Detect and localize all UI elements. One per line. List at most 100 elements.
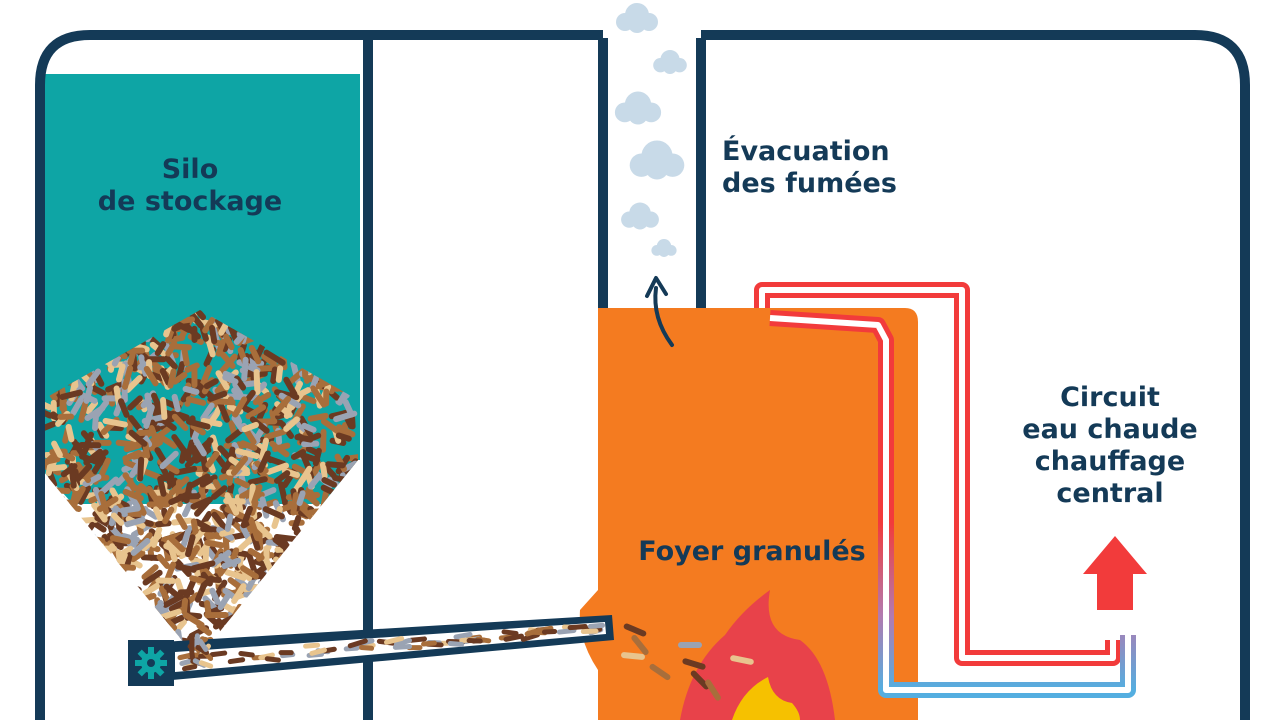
pellet <box>283 416 300 432</box>
smoke-arrow-shaft <box>653 286 674 347</box>
pellet <box>272 442 291 453</box>
pellet <box>241 356 249 382</box>
pellet <box>301 489 320 507</box>
pellet <box>319 461 328 480</box>
pellet <box>185 534 196 558</box>
pellet <box>690 670 710 690</box>
pellet <box>77 485 92 505</box>
pellet <box>298 451 321 464</box>
pellet <box>222 370 239 381</box>
pellet <box>127 349 137 366</box>
pellet <box>117 563 137 571</box>
label-evacuation-line2: des fumées <box>722 168 897 199</box>
pellet <box>235 448 260 460</box>
pellet <box>213 398 236 406</box>
pellet <box>209 587 221 605</box>
label-evacuation: Évacuation des fumées <box>722 136 922 200</box>
pellet <box>335 432 352 442</box>
pellet <box>122 449 142 462</box>
pellet <box>231 583 247 605</box>
pellet <box>228 420 238 437</box>
pellet <box>730 655 754 665</box>
pellet <box>199 364 213 387</box>
pellet <box>115 363 126 383</box>
pellet <box>142 569 163 586</box>
pellet <box>144 392 154 413</box>
pellet <box>96 457 111 482</box>
pellet <box>222 533 230 555</box>
pellet <box>230 532 247 540</box>
pellet <box>320 418 343 436</box>
pellet <box>198 660 214 669</box>
pellet <box>273 470 291 484</box>
pellet <box>623 623 647 637</box>
pellet <box>238 650 255 658</box>
pellet <box>359 644 375 651</box>
pellet <box>298 503 316 522</box>
pellet <box>81 649 100 650</box>
pellet <box>453 631 473 640</box>
pellet <box>283 376 298 398</box>
pellet <box>182 664 198 672</box>
pellet <box>93 449 109 461</box>
pellet <box>307 412 329 422</box>
pellet <box>159 608 182 620</box>
pellet <box>136 429 155 437</box>
pellet <box>142 582 160 597</box>
pellet <box>408 636 428 643</box>
pellet <box>307 472 323 490</box>
pellet <box>524 627 543 637</box>
pellet <box>248 483 256 504</box>
pellet <box>209 549 232 568</box>
pellet <box>240 565 259 580</box>
pellet <box>321 477 337 488</box>
pellet <box>157 475 167 497</box>
pellet <box>151 392 163 411</box>
pellet <box>200 402 215 422</box>
smoke-cloud <box>614 91 662 125</box>
label-silo: Silo de stockage <box>70 154 310 218</box>
pellet <box>171 371 188 385</box>
pellet <box>167 535 186 553</box>
pellet <box>232 396 248 418</box>
pellet <box>303 642 321 649</box>
pellet <box>222 374 239 385</box>
gear-icon <box>135 647 167 679</box>
auger-channel <box>175 622 606 672</box>
pellet <box>253 520 273 540</box>
pellet <box>421 640 437 647</box>
pellet <box>165 340 178 357</box>
pellet <box>240 505 253 529</box>
pellet <box>78 397 89 423</box>
pellet <box>299 465 313 484</box>
pellet <box>249 416 270 434</box>
pellet <box>215 338 226 357</box>
pellet <box>182 500 194 518</box>
pellet <box>218 349 236 369</box>
pellet <box>120 505 141 514</box>
pellet <box>130 549 146 563</box>
pellet <box>83 385 94 404</box>
label-circuit-line3: chauffage <box>1034 446 1186 477</box>
pellet <box>199 474 218 488</box>
pellet <box>171 434 187 454</box>
pellet <box>202 542 210 567</box>
pellet <box>216 398 230 423</box>
pellet <box>230 455 249 476</box>
falling-pellets <box>621 623 754 701</box>
pellet <box>181 345 190 367</box>
arrow-up-icon <box>1083 536 1147 610</box>
pellet <box>98 476 119 496</box>
pellet <box>48 657 61 661</box>
pellet <box>146 485 163 509</box>
pellet <box>71 485 86 508</box>
pellet <box>109 535 131 545</box>
pellet <box>65 423 75 443</box>
pellet <box>221 557 242 570</box>
label-silo-line1: Silo <box>161 154 219 185</box>
pellet <box>556 627 577 635</box>
pellet <box>309 647 327 656</box>
pellet <box>262 506 285 520</box>
pellet <box>207 390 228 402</box>
label-circuit-line1: Circuit <box>1060 382 1160 413</box>
